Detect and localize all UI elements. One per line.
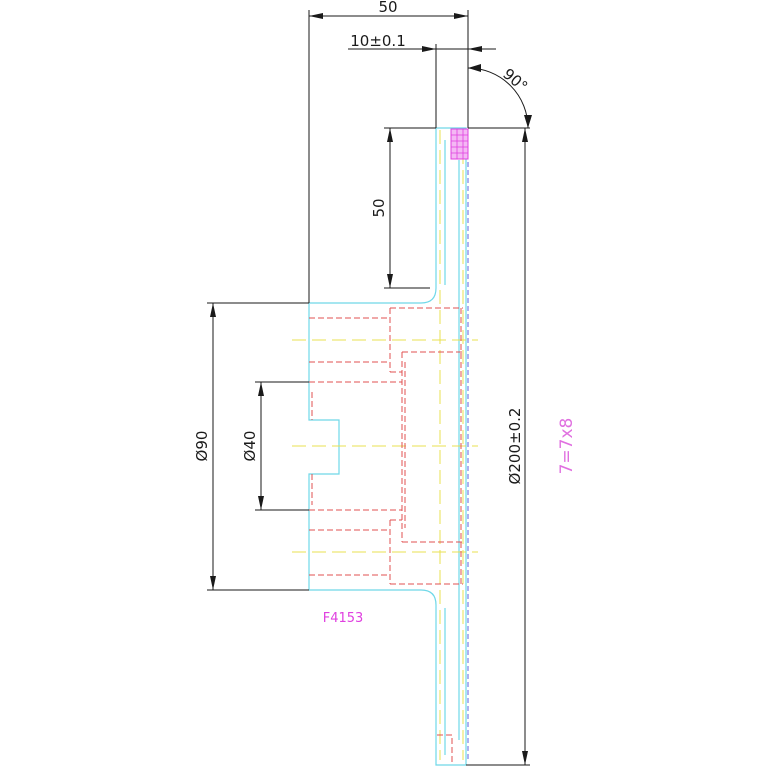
- dim-groove-width-text: 10±0.1: [350, 32, 406, 50]
- dim-top-width-text: 50: [378, 0, 397, 16]
- center-lines: [292, 130, 478, 760]
- hidden-lines: [309, 307, 463, 762]
- dim-angle: 90°: [467, 64, 532, 129]
- dim-mid-diameter: Ø90: [193, 302, 309, 591]
- dim-angle-text: 90°: [499, 65, 531, 96]
- dim-inner-diameter-text: Ø40: [241, 431, 259, 462]
- dim-vertical-offset-text: 50: [370, 198, 388, 217]
- formula-label: 7=7x8: [557, 418, 577, 475]
- dim-groove-width: 10±0.1: [348, 32, 496, 128]
- insert-hatch: [450, 128, 469, 160]
- dim-outer-diameter: Ø200±0.2: [466, 128, 530, 766]
- part-outline: [308, 127, 467, 766]
- dim-mid-diameter-text: Ø90: [193, 431, 211, 462]
- dim-top-width: 50: [308, 0, 469, 303]
- material-label: F4153: [323, 611, 364, 626]
- dim-outer-diameter-text: Ø200±0.2: [506, 408, 524, 485]
- dim-vertical-offset: 50: [370, 127, 436, 289]
- dim-inner-diameter: Ø40: [241, 381, 309, 511]
